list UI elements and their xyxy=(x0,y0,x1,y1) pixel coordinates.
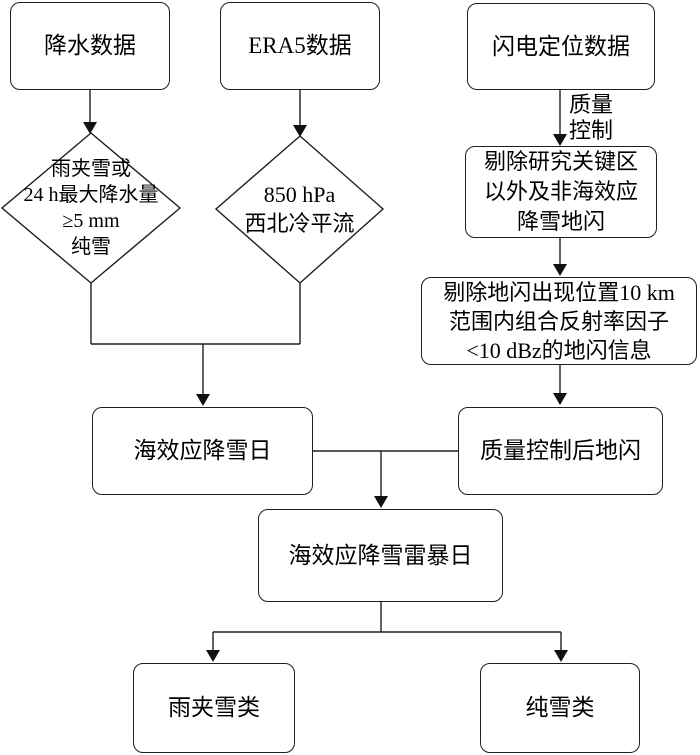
node-remove-non-sea-effect-line2: 以外及非海效应 xyxy=(483,179,638,204)
node-remove-non-sea-effect-line3: 降雪地闪 xyxy=(516,209,605,234)
node-sea-effect-snow-day-label: 海效应降雪日 xyxy=(133,438,272,463)
node-quality-controlled-lightning: 质量控制后地闪 xyxy=(458,407,663,495)
arrowhead-remove-region-to-reflectivity xyxy=(553,264,567,276)
node-remove-non-sea-effect-flashes: 剔除研究关键区 以外及非海效应 降雪地闪 xyxy=(465,146,657,238)
arrowhead-precip-to-criteria xyxy=(83,122,97,134)
node-precipitation-data-label: 降水数据 xyxy=(44,33,136,58)
arrowhead-era5-to-advection xyxy=(293,125,307,137)
decision-sleet-criteria-line3: ≥5 mm xyxy=(62,210,120,232)
decision-sleet-criteria-line4: 纯雪 xyxy=(71,236,111,258)
arrowhead-lightning-to-remove-region xyxy=(553,134,567,146)
decision-cold-advection-line1: 850 hPa xyxy=(263,182,336,207)
node-era5-data: ERA5数据 xyxy=(220,2,380,90)
node-sea-effect-snow-thunderstorm-day-label: 海效应降雪雷暴日 xyxy=(288,542,473,568)
node-sleet-class-label: 雨夹雪类 xyxy=(168,695,260,720)
arrowhead-reflectivity-to-qc xyxy=(553,393,567,405)
arrowhead-branch-to-sleet-class xyxy=(206,650,220,662)
node-remove-low-reflectivity-line2: 范围内组合反射率因子 xyxy=(448,308,669,334)
edge-label-quality-control-line2: 控制 xyxy=(569,118,614,143)
decision-cold-advection-text: 850 hPa 西北冷平流 xyxy=(216,180,383,238)
node-quality-controlled-lightning-label: 质量控制后地闪 xyxy=(480,438,641,463)
node-remove-low-reflectivity-flashes: 剔除地闪出现位置10 km 范围内组合反射率因子 <10 dBz的地闪信息 xyxy=(421,277,697,365)
node-lightning-location-data-label: 闪电定位数据 xyxy=(492,33,630,59)
arrowhead-merge-to-snow-day xyxy=(196,394,210,406)
node-era5-data-label: ERA5数据 xyxy=(248,33,352,58)
arrowhead-join-to-thunderstorm-day xyxy=(374,496,388,508)
edge-label-quality-control-line1: 质量 xyxy=(569,92,614,117)
decision-sleet-criteria-line1: 雨夹雪或 xyxy=(51,158,131,180)
decision-sleet-criteria-text: 雨夹雪或 24 h最大降水量 ≥5 mm 纯雪 xyxy=(2,156,180,260)
node-pure-snow-class: 纯雪类 xyxy=(480,663,640,753)
node-remove-non-sea-effect-line1: 剔除研究关键区 xyxy=(483,149,638,174)
decision-sleet-criteria-line2: 24 h最大降水量 xyxy=(23,184,159,206)
node-precipitation-data: 降水数据 xyxy=(10,2,170,90)
node-lightning-location-data: 闪电定位数据 xyxy=(467,3,655,90)
node-remove-low-reflectivity-line1: 剔除地闪出现位置10 km xyxy=(443,279,675,305)
node-pure-snow-class-label: 纯雪类 xyxy=(525,695,595,720)
decision-cold-advection-line2: 西北冷平流 xyxy=(244,211,355,236)
node-sea-effect-snow-day: 海效应降雪日 xyxy=(92,407,313,495)
decision-diamond-sleet-criteria xyxy=(0,132,182,284)
arrowhead-branch-to-pure-snow-class xyxy=(554,650,568,662)
node-sleet-class: 雨夹雪类 xyxy=(133,663,295,753)
node-sea-effect-snow-thunderstorm-day: 海效应降雪雷暴日 xyxy=(258,509,503,602)
node-remove-low-reflectivity-line3: <10 dBz的地闪信息 xyxy=(466,337,652,363)
decision-diamond-cold-advection xyxy=(214,135,385,284)
edge-label-quality-control: 质量 控制 xyxy=(569,92,613,144)
